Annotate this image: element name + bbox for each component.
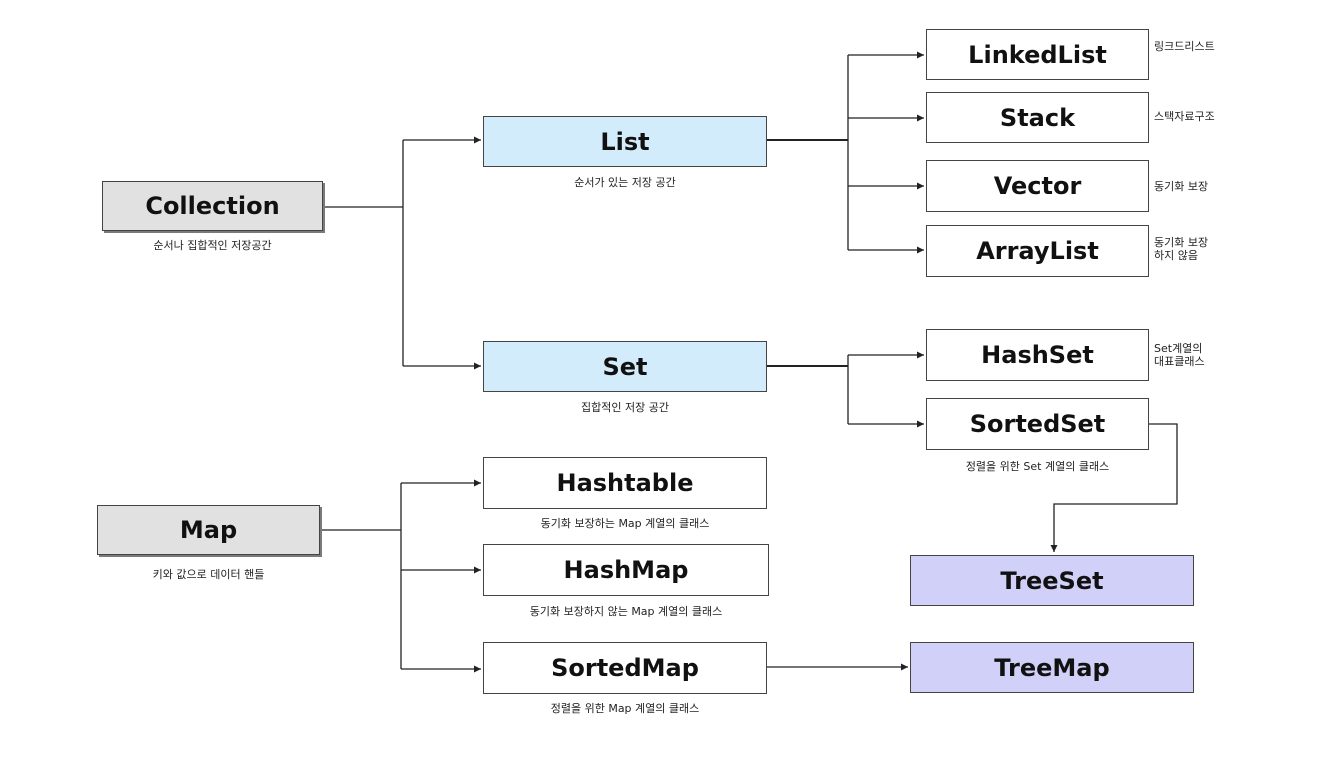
edge-sortedset-treeset [1050, 423, 1178, 552]
node-sortedmap: SortedMap [483, 642, 767, 694]
caption-collection: 순서나 집합적인 저장공간 [153, 239, 272, 252]
caption-list: 순서가 있는 저장 공간 [574, 176, 676, 189]
caption-hashtable: 동기화 보장하는 Map 계열의 클래스 [540, 517, 710, 530]
caption-sortedset: 정렬을 위한 Set 계열의 클래스 [965, 460, 1110, 473]
node-arraylist: ArrayList [926, 225, 1149, 277]
note-vector: 동기화 보장 [1154, 180, 1209, 193]
node-map: Map [97, 505, 320, 555]
note-linkedlist: 링크드리스트 [1154, 40, 1215, 53]
note-hashset: Set계열의 대표클래스 [1154, 342, 1205, 368]
caption-set: 집합적인 저장 공간 [581, 401, 669, 414]
node-hashset: HashSet [926, 329, 1149, 381]
node-treeset: TreeSet [910, 555, 1194, 606]
node-list: List [483, 116, 767, 167]
node-collection: Collection [102, 181, 323, 231]
node-linkedlist: LinkedList [926, 29, 1149, 80]
node-hashtable: Hashtable [483, 457, 767, 509]
node-sortedset: SortedSet [926, 398, 1149, 450]
caption-sortedmap: 정렬을 위한 Map 계열의 클래스 [550, 702, 700, 715]
node-stack: Stack [926, 92, 1149, 143]
node-treemap: TreeMap [910, 642, 1194, 693]
node-hashmap: HashMap [483, 544, 769, 596]
caption-map: 키와 값으로 데이터 핸들 [152, 568, 265, 581]
caption-hashmap: 동기화 보장하지 않는 Map 계열의 클래스 [529, 605, 723, 618]
note-arraylist: 동기화 보장 하지 않음 [1154, 236, 1209, 262]
note-stack: 스택자료구조 [1154, 110, 1215, 123]
node-set: Set [483, 341, 767, 392]
node-vector: Vector [926, 160, 1149, 212]
